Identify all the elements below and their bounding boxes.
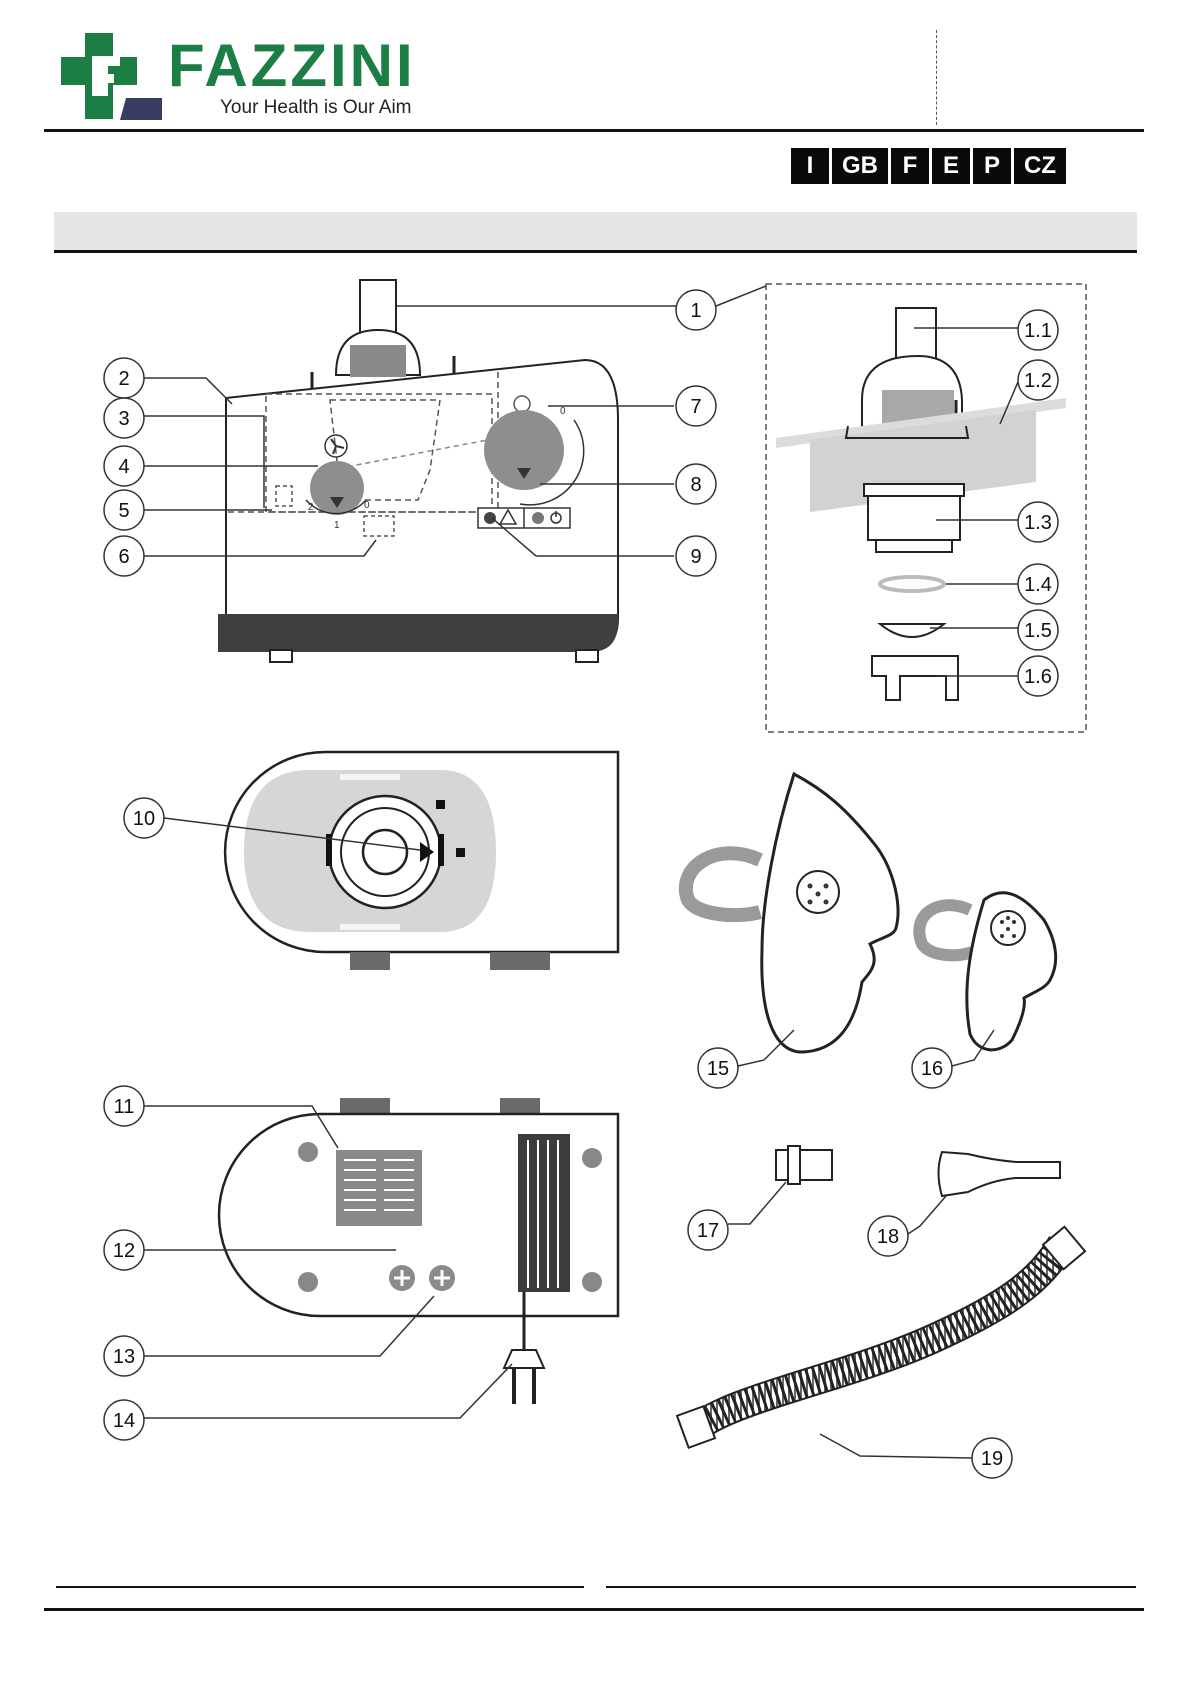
svg-text:4: 4 xyxy=(118,456,129,478)
callout-1: 1 xyxy=(676,290,716,330)
callout-16: 16 xyxy=(912,1048,952,1088)
svg-text:0: 0 xyxy=(364,500,370,511)
callout-1-2: 1.2 xyxy=(1018,360,1058,400)
svg-text:12: 12 xyxy=(113,1240,135,1262)
adult-mask xyxy=(686,774,898,1052)
adapter-connector xyxy=(776,1146,832,1184)
svg-text:19: 19 xyxy=(981,1448,1003,1470)
svg-text:7: 7 xyxy=(690,396,701,418)
svg-text:0: 0 xyxy=(560,406,566,417)
callout-14: 14 xyxy=(104,1400,144,1440)
callout-8: 8 xyxy=(676,464,716,504)
callout-1-6: 1.6 xyxy=(1018,656,1058,696)
unlock-icon xyxy=(436,800,445,809)
svg-text:8: 8 xyxy=(690,474,701,496)
mouthpiece xyxy=(939,1152,1061,1196)
svg-text:1.6: 1.6 xyxy=(1024,666,1052,688)
svg-text:5: 5 xyxy=(118,500,129,522)
svg-text:1.4: 1.4 xyxy=(1024,574,1052,596)
lock-icon xyxy=(456,848,465,857)
svg-text:1: 1 xyxy=(334,520,340,531)
callout-7: 7 xyxy=(676,386,716,426)
svg-text:1.5: 1.5 xyxy=(1024,620,1052,642)
footer-rule-bottom xyxy=(44,1608,1144,1611)
svg-text:2: 2 xyxy=(308,502,314,513)
svg-text:11: 11 xyxy=(114,1096,135,1118)
svg-text:6: 6 xyxy=(118,546,129,568)
footer-rule-right xyxy=(606,1586,1136,1588)
callout-1-3: 1.3 xyxy=(1018,502,1058,542)
svg-text:1.1: 1.1 xyxy=(1024,320,1052,342)
svg-text:1.3: 1.3 xyxy=(1024,512,1052,534)
svg-text:2: 2 xyxy=(118,368,129,390)
callout-1-4: 1.4 xyxy=(1018,564,1058,604)
child-mask xyxy=(919,893,1055,1050)
callout-15: 15 xyxy=(698,1048,738,1088)
callout-18: 18 xyxy=(868,1216,908,1256)
callout-5: 5 xyxy=(104,490,144,530)
callout-2: 2 xyxy=(104,358,144,398)
svg-text:1.2: 1.2 xyxy=(1024,370,1052,392)
corrugated-tube xyxy=(677,1227,1085,1448)
callout-10: 10 xyxy=(124,798,164,838)
callout-9: 9 xyxy=(676,536,716,576)
callout-12: 12 xyxy=(104,1230,144,1270)
footer-rule-left xyxy=(56,1586,584,1588)
device-bottom-view xyxy=(219,1098,618,1404)
callout-17: 17 xyxy=(688,1210,728,1250)
svg-text:1: 1 xyxy=(690,300,701,322)
svg-text:15: 15 xyxy=(707,1058,729,1080)
callout-3: 3 xyxy=(104,398,144,438)
svg-text:9: 9 xyxy=(690,546,701,568)
svg-text:10: 10 xyxy=(133,808,155,830)
svg-text:3: 3 xyxy=(118,408,129,430)
svg-text:16: 16 xyxy=(921,1058,943,1080)
callout-1-1: 1.1 xyxy=(1018,310,1058,350)
callout-11: 11 xyxy=(104,1086,144,1126)
callout-6: 6 xyxy=(104,536,144,576)
callout-1-5: 1.5 xyxy=(1018,610,1058,650)
device-top-view xyxy=(225,752,618,970)
callout-19: 19 xyxy=(972,1438,1012,1478)
svg-text:14: 14 xyxy=(113,1410,135,1432)
callout-4: 4 xyxy=(104,446,144,486)
svg-text:18: 18 xyxy=(877,1226,899,1248)
device-front-view: 2 1 0 0 xyxy=(218,280,618,662)
svg-text:13: 13 xyxy=(113,1346,135,1368)
svg-text:17: 17 xyxy=(697,1220,719,1242)
callout-13: 13 xyxy=(104,1336,144,1376)
